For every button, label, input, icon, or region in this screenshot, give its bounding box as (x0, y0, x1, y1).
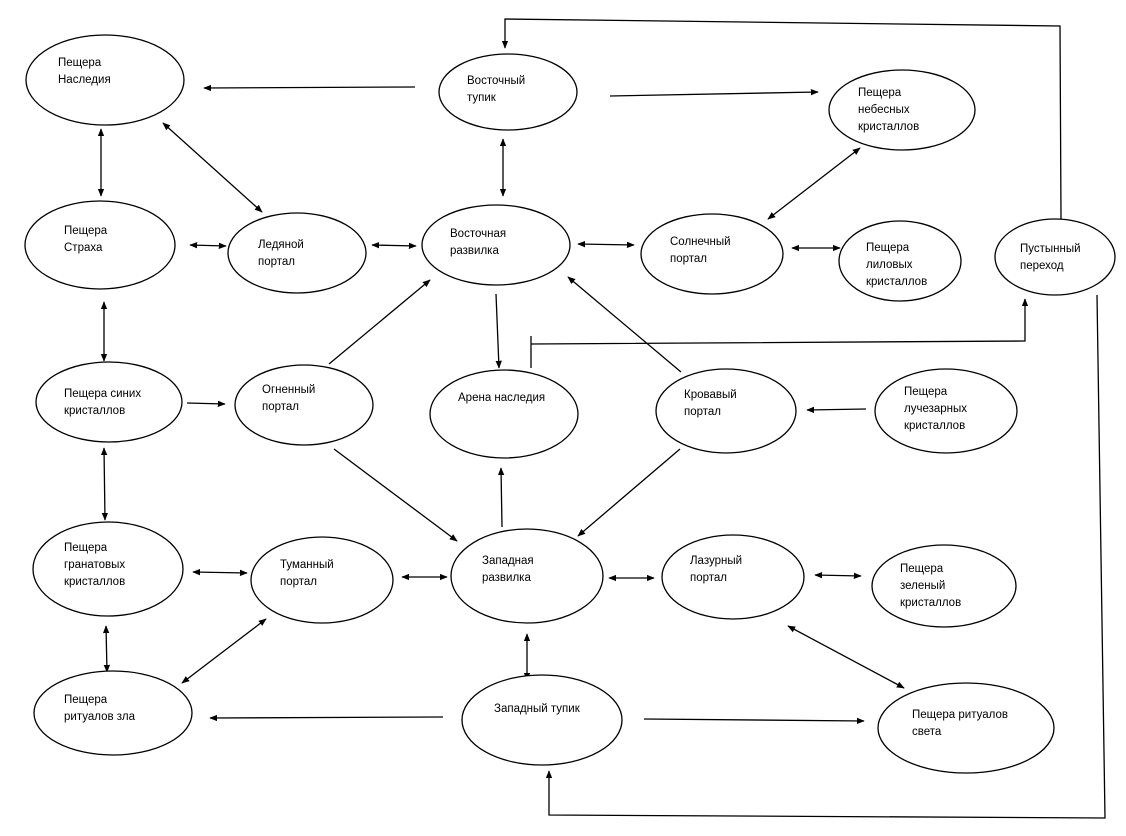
edge-granatovyh-tumanny (192, 568, 248, 577)
edge-pustynny-to-zap-tupik (545, 294, 1106, 819)
edge-vost-razvilka-to-arena (495, 293, 502, 369)
svg-text:Арена наследия: Арена наследия (458, 392, 545, 404)
edge-arena-to-pustynny (530, 299, 1025, 368)
node-zap-tupik: Западный тупик (461, 674, 623, 766)
edge-nebesnyh-solnechny (767, 147, 861, 220)
node-arena: Арена наследия (429, 369, 579, 459)
edge-krovavy-to-zap-razvilka (577, 448, 681, 537)
edge-zap-razvilka-to-arena (497, 467, 505, 528)
edge-straha-ledyanoy (189, 242, 227, 249)
edge-zap-tupik-to-ritualov-sveta (643, 717, 865, 725)
edge-luchezarnyh-to-krovavy (806, 406, 867, 414)
edge-zap-tupik-to-ritualov-zla (209, 714, 444, 722)
edge-ognenny-to-vost-razvilka (328, 279, 431, 365)
edge-naslediya-ledyanoy (162, 122, 263, 213)
edge-granatovyh-ritualov-zla (102, 625, 111, 673)
edge-lazurny-zelenyi (814, 571, 862, 580)
edge-ritualov-zla-tumanny (181, 618, 267, 684)
edges-layer (97, 18, 1106, 819)
edge-lazurny-ritualov-sveta (787, 625, 905, 689)
edge-vost-razvilka-solnechny (577, 240, 635, 249)
edge-ledyanoy-vost-razvilka (371, 241, 417, 250)
edge-sinih-granatovyh (100, 447, 109, 521)
edge-pustynny-to-vost-tupik (501, 18, 1062, 220)
edge-krovavy-to-vost-razvilka (567, 276, 682, 373)
svg-text:Западный тупик: Западный тупик (494, 703, 581, 715)
edge-vost-tupik-to-nebesnyh (609, 88, 819, 97)
edge-ognenny-to-zap-razvilka (333, 448, 458, 542)
edge-vost-tupik-to-naslediya (203, 84, 416, 92)
edge-sinih-to-ognenny (186, 400, 226, 408)
